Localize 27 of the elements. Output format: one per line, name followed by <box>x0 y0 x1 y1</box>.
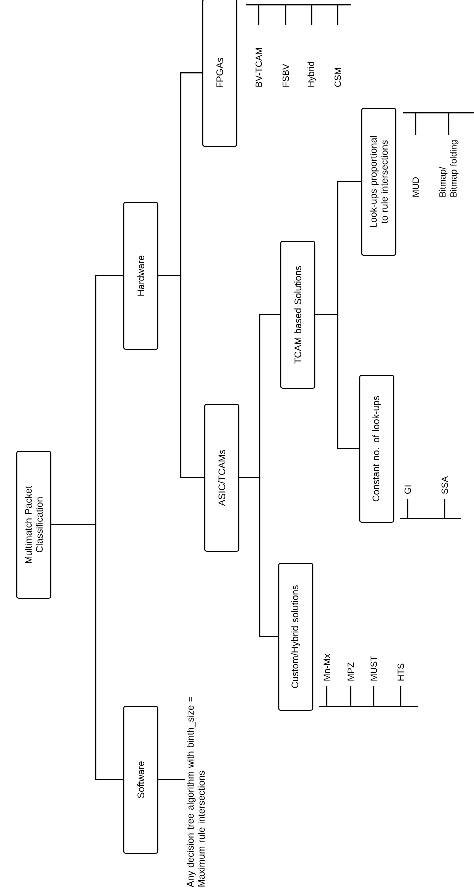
process-box: Custom/Hybrid solutions <box>278 562 314 712</box>
leaf-label: MPZ <box>348 662 354 681</box>
leaf-label: Bitmap/ Bitmap folding <box>439 140 459 197</box>
process-box: ASIC/TCAMs <box>204 404 240 552</box>
leaf-label: MUST <box>370 656 378 681</box>
leaf-label: BV-TCAM <box>256 48 262 87</box>
leaf-label: MUD <box>412 178 420 197</box>
leaf-label: Hybrid <box>308 62 316 87</box>
process-box: Hardware <box>123 202 159 350</box>
leaf-label: SSA <box>442 476 448 494</box>
connector-line <box>240 477 278 638</box>
connector-line <box>158 779 186 781</box>
process-box: FPGAs <box>202 0 238 148</box>
leaf-label: FSBV <box>282 64 290 87</box>
leaf-label: HTS <box>398 664 404 681</box>
description-text: Any decision tree algorithm with binth_size = Maximum rule intersections <box>187 697 205 888</box>
leaf-label: GI <box>404 486 412 494</box>
leaf-label: CSM <box>334 68 342 88</box>
connector-line <box>52 524 124 781</box>
connector-line <box>316 314 360 450</box>
process-box: Constant no. of look-ups <box>359 374 395 524</box>
connector-line <box>158 275 204 479</box>
leaf-label: Mn-Mx <box>324 654 330 681</box>
process-box: Look-ups proportional to rule intersections <box>361 108 397 256</box>
process-box: Multimatch Packet Classification <box>16 450 52 600</box>
process-box: TCAM based Solutions <box>280 240 316 390</box>
process-box: Software <box>123 706 159 854</box>
